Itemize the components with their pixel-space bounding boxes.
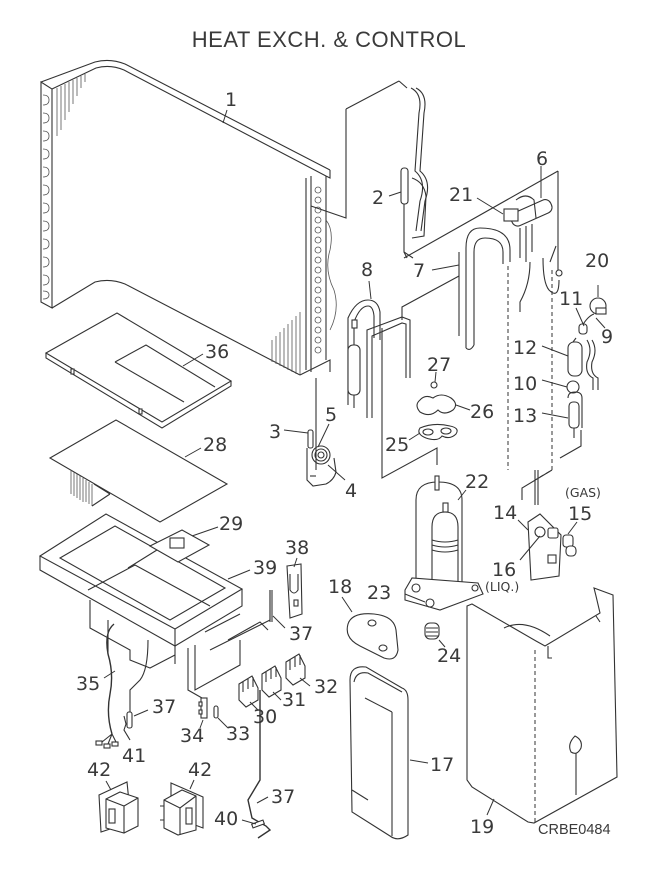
accumulator-group xyxy=(521,337,583,500)
sub-board xyxy=(148,529,211,563)
assembly-line xyxy=(310,80,400,219)
callout-24: 24 xyxy=(437,645,461,667)
callout-22: 22 xyxy=(465,471,489,493)
callout-30: 30 xyxy=(253,706,277,728)
callout-17: 17 xyxy=(430,754,454,776)
callout-34: 34 xyxy=(180,725,204,747)
pipe-assembly xyxy=(400,87,429,259)
callout-9: 9 xyxy=(601,326,613,348)
liq-annotation: (LIQ.) xyxy=(485,579,519,594)
four-way-valve-assembly xyxy=(503,195,553,262)
thermistor-cable xyxy=(247,690,272,839)
terminal-block-32 xyxy=(285,653,306,686)
callout-42-left: 42 xyxy=(87,759,111,781)
callout-7: 7 xyxy=(413,260,425,282)
partition-panel xyxy=(466,587,618,824)
fuse-holder xyxy=(198,697,208,719)
callout-5: 5 xyxy=(325,404,337,426)
callout-27: 27 xyxy=(427,354,451,376)
callout-41: 41 xyxy=(122,745,146,767)
callout-13: 13 xyxy=(513,405,537,427)
jacket-top-cover xyxy=(346,613,399,660)
wire-harness xyxy=(95,623,119,749)
bracket xyxy=(286,563,303,619)
callout-39: 39 xyxy=(253,557,277,579)
callout-20: 20 xyxy=(585,250,609,272)
callout-38: 38 xyxy=(285,537,309,559)
callout-16: 16 xyxy=(492,559,516,581)
capillary-coil-group xyxy=(306,378,337,487)
callout-26: 26 xyxy=(470,401,494,423)
callout-8: 8 xyxy=(361,259,373,281)
callout-36: 36 xyxy=(205,341,229,363)
diagram-title: HEAT EXCH. & CONTROL xyxy=(192,27,466,52)
terminal-block-30 xyxy=(238,675,259,708)
fuse xyxy=(213,705,219,719)
callout-25: 25 xyxy=(385,434,409,456)
control-board xyxy=(48,419,229,523)
callout-42-right: 42 xyxy=(188,759,212,781)
terminal-block-31 xyxy=(261,665,282,698)
transformer-right xyxy=(160,782,204,836)
terminal-cover-group xyxy=(416,381,458,441)
drawing-code: CRBE0484 xyxy=(538,822,611,838)
service-valve-group xyxy=(527,470,577,581)
callout-32: 32 xyxy=(314,676,338,698)
callout-15: 15 xyxy=(568,503,592,525)
callout-23: 23 xyxy=(367,582,391,604)
connector xyxy=(123,715,131,741)
callout-31: 31 xyxy=(282,689,306,711)
compressor xyxy=(404,475,484,611)
callout-1: 1 xyxy=(225,89,237,111)
callout-28: 28 xyxy=(203,434,227,456)
callout-6: 6 xyxy=(536,148,548,170)
suction-pipe xyxy=(347,299,411,418)
callout-12: 12 xyxy=(513,337,537,359)
callout-29: 29 xyxy=(219,513,243,535)
callout-10: 10 xyxy=(513,373,537,395)
callout-2: 2 xyxy=(372,187,384,209)
callout-33: 33 xyxy=(226,723,250,745)
callout-37-lower: 37 xyxy=(152,696,176,718)
callout-37-bottom: 37 xyxy=(271,786,295,808)
compressor-sound-jacket xyxy=(349,666,409,840)
thermistor-lead xyxy=(269,590,273,622)
transformer-left xyxy=(98,781,139,834)
callout-40: 40 xyxy=(214,808,238,830)
callout-3: 3 xyxy=(269,421,281,443)
callout-19: 19 xyxy=(470,816,494,838)
callout-37-upper: 37 xyxy=(289,623,313,645)
callout-35: 35 xyxy=(76,673,100,695)
rubber-mount xyxy=(424,622,440,640)
heat-exchanger-coil xyxy=(40,59,337,376)
control-box-cover xyxy=(44,312,233,429)
thermistor-lower xyxy=(126,639,149,729)
gas-annotation: (GAS) xyxy=(565,485,601,500)
callout-18: 18 xyxy=(328,576,352,598)
callout-14: 14 xyxy=(493,502,517,524)
callout-21: 21 xyxy=(449,184,473,206)
control-box xyxy=(38,513,271,691)
callout-11: 11 xyxy=(559,288,583,310)
discharge-pipe xyxy=(458,227,563,350)
callout-4: 4 xyxy=(345,480,357,502)
